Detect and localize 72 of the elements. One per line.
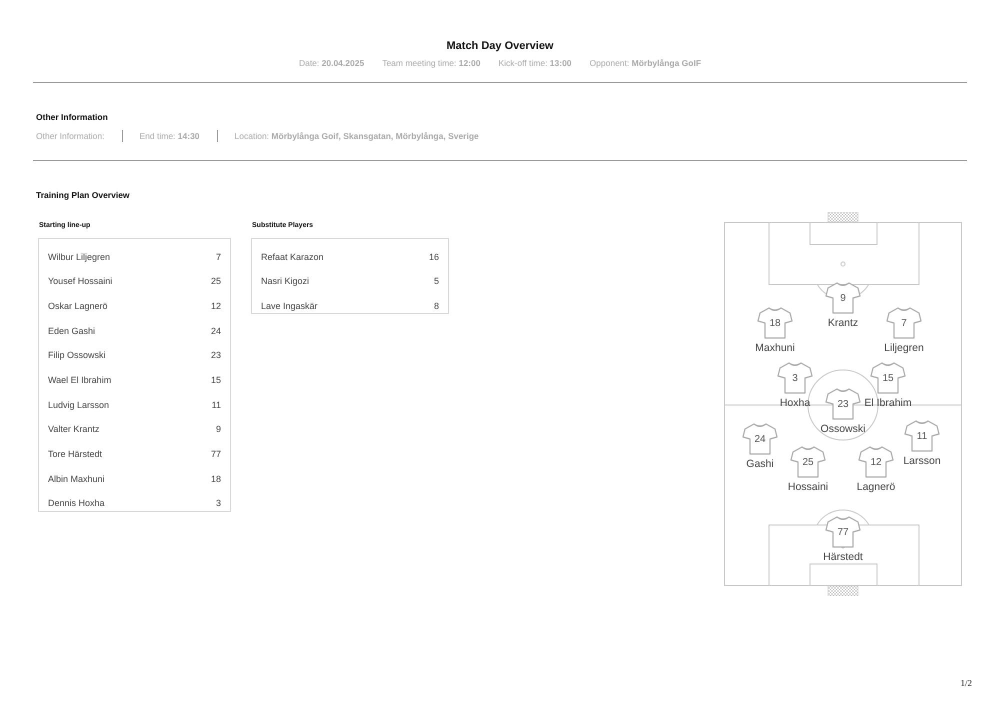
player-name: Wael El Ibrahim [48, 374, 112, 388]
shirt-number: 7 [216, 250, 221, 264]
player-name: Krantz [828, 318, 858, 328]
jersey-number: 18 [769, 319, 781, 329]
player-name: Ossowski [820, 424, 866, 434]
player-name: Lave Ingaskär [261, 300, 318, 313]
jersey [904, 419, 940, 453]
jersey [825, 515, 861, 549]
shirt-number: 12 [210, 300, 221, 313]
player-name: Valter Krantz [48, 423, 100, 436]
match-info-text: Kick-off time: 13:00 [498, 57, 572, 70]
player-name: Lagnerö [856, 482, 896, 492]
shirt-number: 11 [212, 398, 221, 412]
player-name: Hoxha [780, 398, 810, 408]
player-name: Oskar Lagnerö [48, 300, 108, 313]
shirt-number: 8 [434, 300, 439, 313]
shirt-number: 23 [210, 349, 221, 362]
player-name: Refaat Karazon [261, 250, 324, 264]
jersey-number: 11 [916, 432, 928, 442]
jersey [870, 361, 906, 395]
shirt-number: 25 [210, 275, 221, 288]
player-name: Härstedt [823, 552, 863, 562]
player-name: Dennis Hoxha [48, 497, 105, 510]
jersey-number: 3 [792, 374, 798, 384]
jersey-number: 23 [837, 400, 849, 410]
shirt-number: 77 [210, 448, 221, 462]
match-info-text: Opponent: Mörbylånga GoIF [590, 57, 702, 70]
shirt-number: 9 [216, 423, 221, 436]
player-name: Albin Maxhuni [48, 472, 105, 486]
player-name: Maxhuni [755, 343, 795, 354]
info-text: Other Information: [36, 130, 105, 143]
player-name: Tore Härstedt [48, 448, 102, 462]
player-name: Eden Gashi [48, 324, 96, 338]
section-heading: Other Information [36, 111, 108, 124]
shirt-number: 18 [210, 472, 221, 486]
jersey [777, 361, 813, 395]
jersey-number: 24 [754, 435, 766, 445]
jersey [742, 422, 778, 456]
player-name: Nasri Kigozi [261, 275, 310, 288]
player-name: Larsson [903, 456, 941, 466]
shirt-number: 3 [216, 497, 221, 510]
player-name: Yousef Hossaini [48, 275, 112, 288]
jersey [886, 306, 922, 340]
jersey [825, 387, 861, 421]
shirt-number: 5 [434, 275, 439, 288]
match-info-text: Team meeting time: 12:00 [382, 57, 480, 70]
jersey [858, 445, 894, 479]
player-name: Gashi [746, 459, 774, 470]
shirt-number: 16 [428, 250, 439, 264]
jersey-number: 77 [837, 528, 849, 538]
shirt-number: 24 [210, 324, 221, 338]
info-text: End time: 14:30 [140, 130, 200, 143]
jersey-number: 7 [901, 319, 907, 329]
jersey-number: 25 [802, 458, 814, 468]
player-name: Filip Ossowski [48, 349, 106, 362]
shirt-number: 15 [210, 374, 221, 388]
page-title: Match Day Overview [446, 39, 554, 54]
jersey-number: 15 [882, 374, 894, 384]
jersey [790, 445, 826, 479]
jersey [825, 281, 861, 315]
jersey-number: 9 [840, 294, 846, 304]
section-heading: Training Plan Overview [36, 189, 130, 202]
page-number: 1/2 [960, 677, 972, 690]
player-name: Hossaini [788, 482, 828, 492]
info-text: Location: Mörbylånga Goif, Skansgatan, Mörbylånga, Sverige [234, 130, 479, 143]
player-name: Liljegren [884, 343, 924, 354]
jersey-number: 12 [870, 458, 882, 468]
player-name: El Ibrahim [864, 398, 912, 408]
player-name: Ludvig Larsson [48, 398, 110, 412]
jersey [757, 306, 793, 340]
player-name: Wilbur Liljegren [48, 250, 110, 264]
match-info-text: Date: 20.04.2025 [298, 57, 364, 70]
